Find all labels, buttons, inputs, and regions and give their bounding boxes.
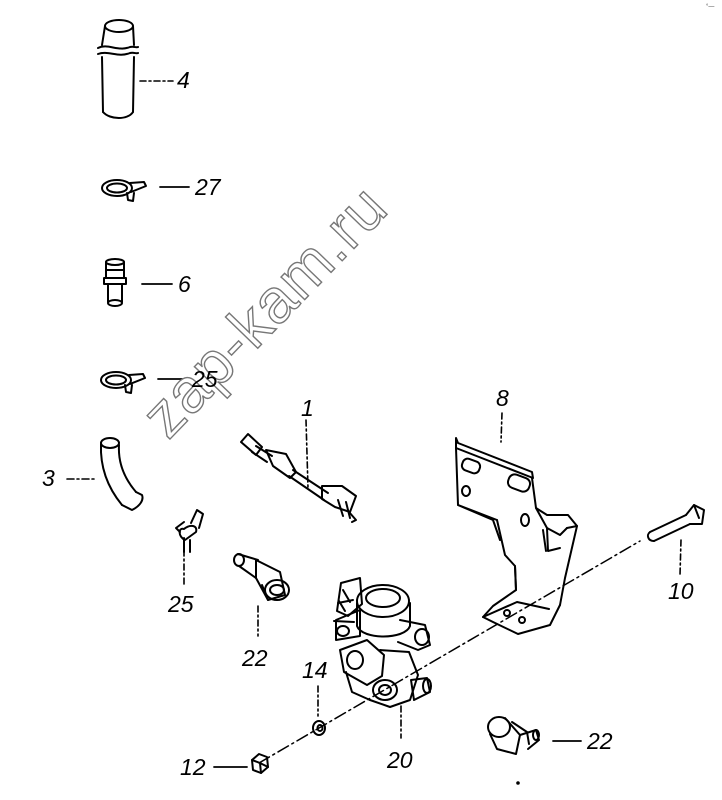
callout-22-right: 22 [587,728,613,754]
callout-20: 20 [387,747,413,773]
part-8-bracket [455,437,578,635]
callout-3: 3 [42,465,55,491]
callout-25-top: 25 [192,366,218,392]
callout-22-left: 22 [242,645,268,671]
callout-8: 8 [496,385,509,411]
callout-4: 4 [177,67,190,93]
part-1-harness [240,433,357,523]
speck [516,781,520,785]
part-4-hose [97,19,139,119]
part-22-fitting-right [487,716,540,755]
part-27-clamp [101,179,147,202]
part-22-fitting-left [233,553,290,601]
callout-27: 27 [195,174,221,200]
part-12-nut [251,753,269,774]
callout-1: 1 [301,395,314,421]
part-20-solenoid-valve [333,577,432,708]
assembly-axis [258,540,641,764]
part-14-washer [312,720,326,736]
callout-12: 12 [180,754,206,780]
callout-25-lower: 25 [168,591,194,617]
callout-10: 10 [668,578,694,604]
callout-14: 14 [302,657,328,683]
part-6-connector [103,258,127,307]
part-25-clamp-top [100,371,146,394]
leader-8 [500,412,503,443]
corner-mark: °— [706,4,715,10]
part-10-bolt [646,504,705,542]
callout-6: 6 [178,271,191,297]
part-3-elbow-hose [99,437,144,511]
leader-1 [305,419,309,489]
part-25-clamp-lower [175,509,204,553]
leader-10 [679,539,682,576]
